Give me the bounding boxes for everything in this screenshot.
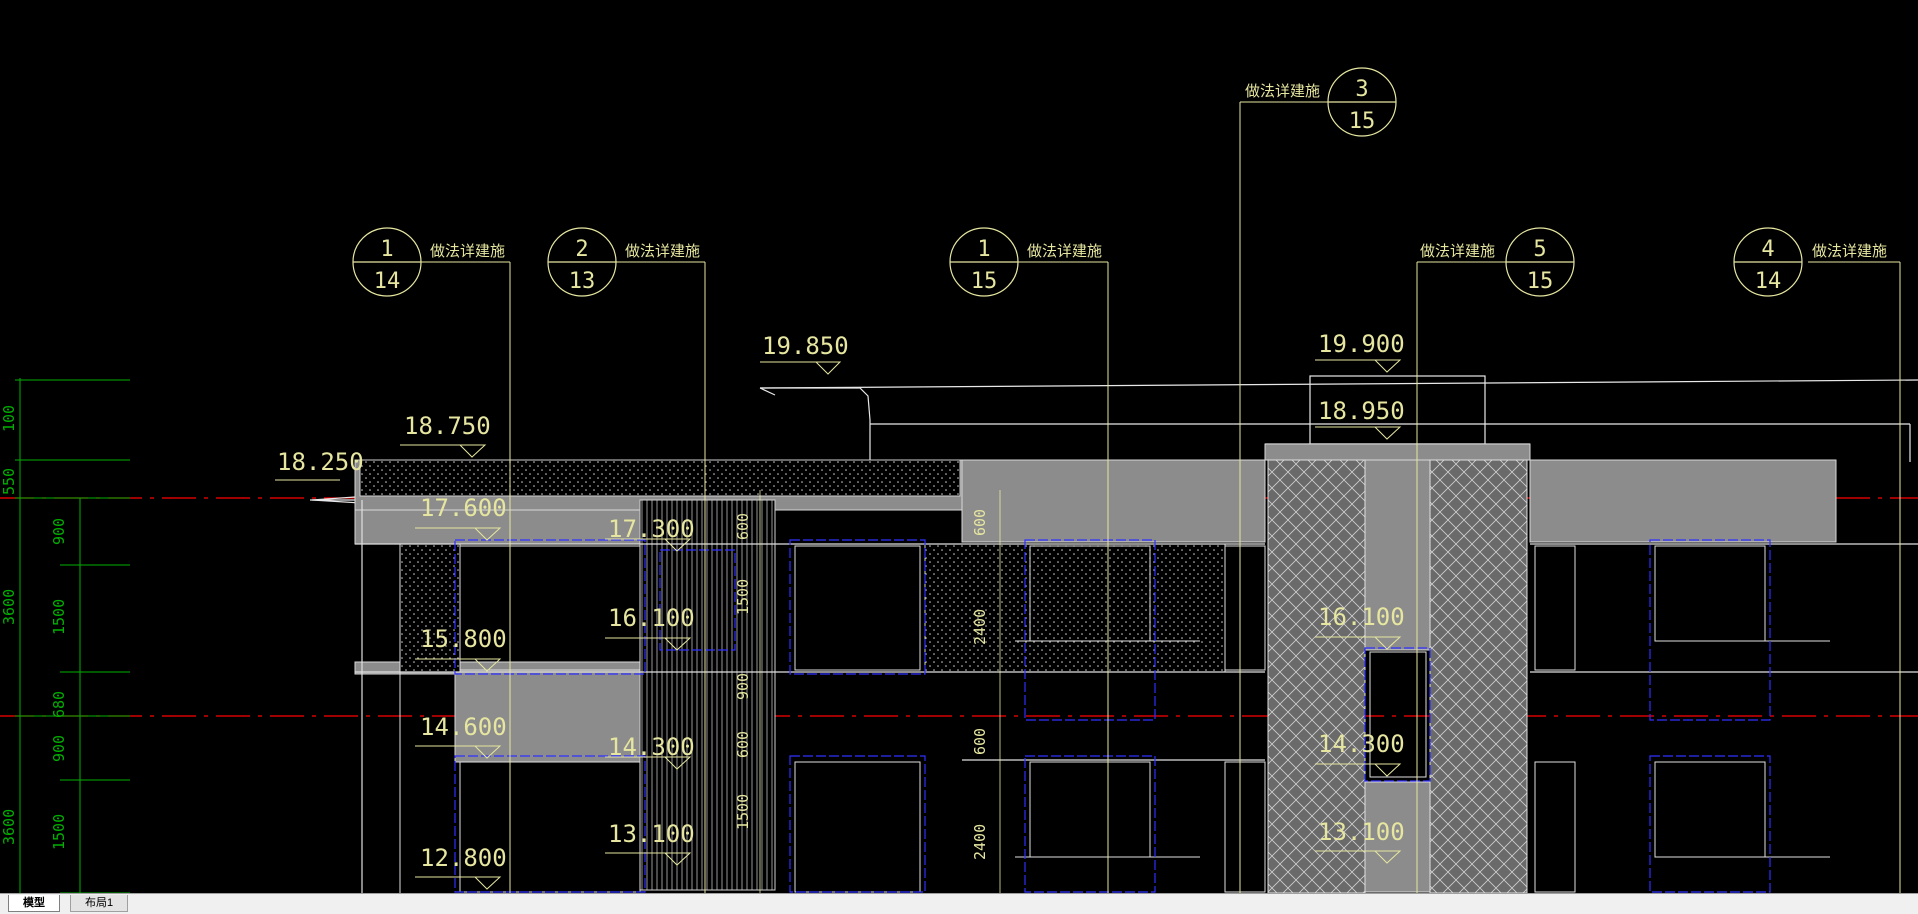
detail-notes: 做法详建施 做法详建施 做法详建施 做法详建施 做法详建施 做法详建施 <box>430 82 1887 260</box>
inner-dimension-lines <box>759 490 1001 893</box>
inner-dimension-labels: 600 1500 900 600 1500 600 2400 600 2400 <box>734 509 989 860</box>
dim-label: 600 <box>734 731 752 758</box>
elevation-label: 17.300 <box>608 515 695 543</box>
note-label: 做法详建施 <box>1245 82 1320 100</box>
dim-label: 600 <box>734 513 752 540</box>
dim-label: 900 <box>50 735 68 762</box>
floor-lines <box>355 500 1918 893</box>
elevation-label: 16.100 <box>1318 603 1405 631</box>
dim-label: 1500 <box>734 579 752 615</box>
detail-ref-number: 4 <box>1761 237 1774 262</box>
elevation-label: 18.250 <box>277 448 364 476</box>
dimension-labels: 100 550 3600 3600 900 1500 680 900 1500 <box>0 405 68 850</box>
detail-ref-sheet: 15 <box>1527 269 1554 294</box>
glass-outlines <box>454 539 1771 893</box>
elevation-label: 13.100 <box>1318 818 1405 846</box>
dim-label: 600 <box>971 509 989 536</box>
elevation-label: 15.800 <box>420 625 507 653</box>
elevation-label: 14.300 <box>1318 730 1405 758</box>
elevation-label: 16.100 <box>608 604 695 632</box>
elevation-label: 19.850 <box>762 332 849 360</box>
dim-label: 100 <box>0 405 18 432</box>
detail-ref-sheet: 14 <box>374 269 401 294</box>
detail-ref-number: 1 <box>380 237 393 262</box>
elevation-label: 13.100 <box>608 820 695 848</box>
detail-ref-sheet: 13 <box>569 269 596 294</box>
elevation-label: 19.900 <box>1318 330 1405 358</box>
elevation-drawing: 100 550 3600 3600 900 1500 680 900 1500 <box>0 67 1918 893</box>
dimension-chain <box>15 378 130 893</box>
cad-model-space[interactable]: 100 550 3600 3600 900 1500 680 900 1500 <box>0 0 1918 893</box>
elevation-label: 14.600 <box>420 713 507 741</box>
detail-ref-number: 2 <box>575 237 588 262</box>
note-label: 做法详建施 <box>1027 242 1102 260</box>
dim-label: 550 <box>0 468 18 495</box>
elevation-label: 18.750 <box>404 412 491 440</box>
detail-ref-sheet: 15 <box>971 269 998 294</box>
dim-label: 900 <box>734 673 752 700</box>
detail-circles <box>352 67 1803 297</box>
elevation-symbols <box>275 359 1402 890</box>
layout-tab-bar: 模型 布局1 <box>0 893 1918 914</box>
tab-layout1[interactable]: 布局1 <box>70 895 129 912</box>
dim-label: 1500 <box>734 794 752 830</box>
detail-numbers: 1 14 2 13 1 15 3 15 5 15 4 14 <box>374 77 1782 294</box>
leader-lines <box>420 101 1901 893</box>
dim-label: 680 <box>50 691 68 718</box>
note-label: 做法详建施 <box>625 242 700 260</box>
detail-ref-sheet: 15 <box>1349 109 1376 134</box>
dim-label: 900 <box>50 518 68 545</box>
dim-label: 1500 <box>50 814 68 850</box>
dim-label: 3600 <box>0 589 18 625</box>
detail-ref-number: 3 <box>1355 77 1368 102</box>
elevation-labels: 19.850 19.900 18.950 18.750 18.250 17.60… <box>277 330 1405 872</box>
elevation-label: 12.800 <box>420 844 507 872</box>
elevation-label: 14.300 <box>608 733 695 761</box>
textured-panels <box>359 459 1528 893</box>
detail-ref-sheet: 14 <box>1755 269 1782 294</box>
dim-label: 600 <box>971 728 989 755</box>
tab-model[interactable]: 模型 <box>8 895 60 912</box>
dim-label: 2400 <box>971 609 989 645</box>
elevation-label: 18.950 <box>1318 397 1405 425</box>
dim-label: 3600 <box>0 809 18 845</box>
detail-ref-number: 5 <box>1533 237 1546 262</box>
dim-label: 2400 <box>971 824 989 860</box>
dim-label: 1500 <box>50 599 68 635</box>
detail-ref-number: 1 <box>977 237 990 262</box>
note-label: 做法详建施 <box>1420 242 1495 260</box>
note-label: 做法详建施 <box>1812 242 1887 260</box>
note-label: 做法详建施 <box>430 242 505 260</box>
elevation-label: 17.600 <box>420 494 507 522</box>
